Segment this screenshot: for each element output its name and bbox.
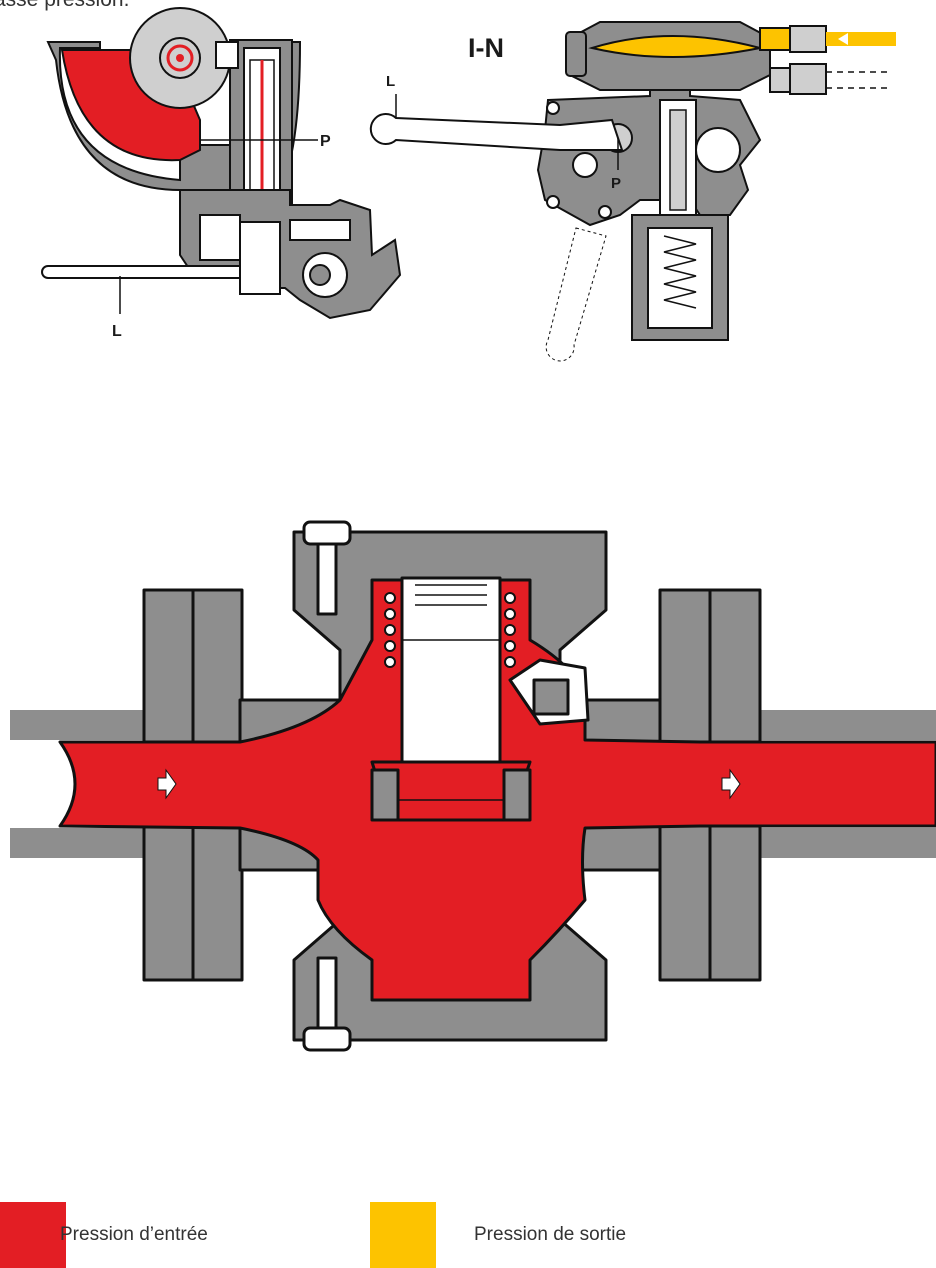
legend-inlet-swatch [0,1202,66,1268]
top-bolt [302,520,352,546]
right-lever [369,113,624,151]
left-lever-label: L [112,323,122,340]
outlet-flow-arrow [721,768,741,800]
left-pivot-label: P [320,133,331,150]
bottom-bolt [302,1026,352,1052]
right-lever-label: L [386,73,395,90]
left-lever [41,265,241,279]
right-pivot-label: P [611,175,621,192]
legend-outlet-swatch [370,1202,436,1268]
valve-springs [384,592,516,668]
model-label: I-N [468,33,504,63]
left-detail-view [41,7,402,320]
inlet-flow-arrow [157,768,177,800]
legend-outlet-label: Pression de sortie [474,1224,627,1245]
right-spring [663,235,697,309]
main-cross-section [10,520,936,1052]
right-lever-dashed [545,227,607,362]
caption-text: asse pression. [0,0,129,12]
right-detail-view [369,21,896,362]
legend-inlet-label: Pression d’entrée [60,1224,208,1245]
